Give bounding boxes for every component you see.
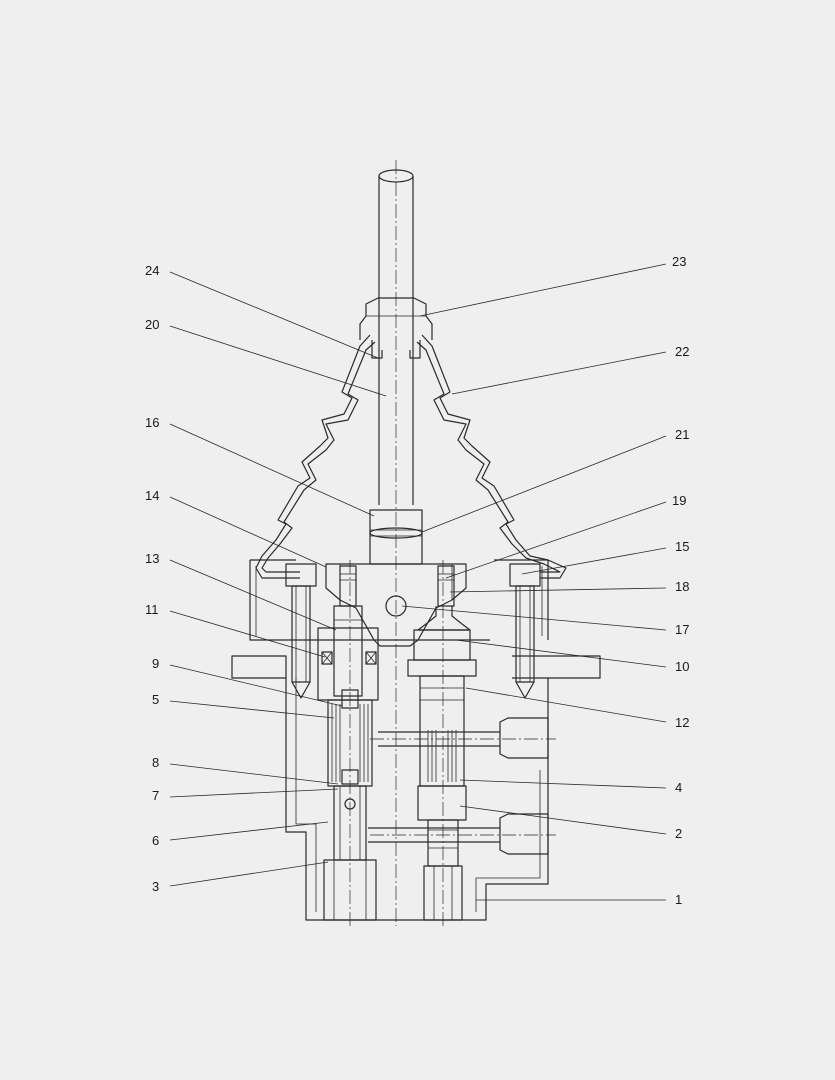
- leader-4: [459, 779, 667, 789]
- lever-collar: [359, 297, 433, 359]
- plunger-bolt-right: [437, 565, 455, 607]
- leader-23: [419, 263, 667, 317]
- callout-8: 8: [152, 755, 159, 770]
- leader-2: [459, 805, 667, 835]
- callout-10: 10: [675, 659, 689, 674]
- left-plunger: [333, 605, 363, 697]
- callout-12: 12: [675, 715, 689, 730]
- leader-17: [401, 605, 667, 631]
- leader-lines: [169, 263, 667, 901]
- left-spool-housing: [317, 627, 379, 701]
- leader-18: [449, 587, 667, 593]
- callout-24: 24: [145, 263, 159, 278]
- leader-21: [421, 435, 667, 533]
- rubber-boot-left: [255, 334, 371, 579]
- right-spool-cap: [407, 629, 477, 677]
- leader-14: [169, 496, 327, 568]
- leader-3: [169, 861, 329, 887]
- callout-11: 11: [145, 602, 159, 617]
- flange-plate: [231, 655, 601, 679]
- leader-8: [169, 763, 339, 785]
- callout-2: 2: [675, 826, 682, 841]
- leader-5: [169, 700, 335, 719]
- callout-20: 20: [145, 317, 159, 332]
- callout-9: 9: [152, 656, 159, 671]
- leader-9: [169, 664, 343, 707]
- callout-19: 19: [672, 493, 686, 508]
- leader-6: [169, 821, 329, 841]
- callout-18: 18: [675, 579, 689, 594]
- rubber-boot-right: [421, 334, 567, 579]
- leader-10: [455, 639, 667, 668]
- callout-6: 6: [152, 833, 159, 848]
- callout-22: 22: [675, 344, 689, 359]
- leader-13: [169, 559, 337, 631]
- right-spring: [419, 675, 465, 787]
- port-lower: [368, 813, 549, 855]
- callout-17: 17: [675, 622, 689, 637]
- plunger-bolt-left: [339, 565, 357, 607]
- callout-5: 5: [152, 692, 159, 707]
- leader-7: [169, 788, 339, 798]
- leader-24: [169, 271, 379, 359]
- callout-4: 4: [675, 780, 682, 795]
- rubber-boot-right-inner: [416, 341, 561, 573]
- cap-screw-left: [285, 563, 317, 699]
- callout-3: 3: [152, 879, 159, 894]
- leader-11: [169, 610, 326, 658]
- callout-15: 15: [675, 539, 689, 554]
- port-upper: [378, 717, 549, 759]
- leader-22: [451, 351, 667, 395]
- leader-20: [169, 325, 387, 397]
- callout-16: 16: [145, 415, 159, 430]
- callout-21: 21: [675, 427, 689, 442]
- leader-15: [521, 547, 667, 575]
- callout-1: 1: [675, 892, 682, 907]
- callout-labels: 24 20 16 14 13 11 9 5 8 7 6 3 23 22 21 1…: [145, 254, 689, 907]
- callout-23: 23: [672, 254, 686, 269]
- callout-13: 13: [145, 551, 159, 566]
- right-spool-lower: [417, 785, 467, 921]
- mounting-cover: [249, 559, 549, 641]
- valve-body: [285, 678, 549, 921]
- leader-12: [465, 687, 667, 723]
- leader-19: [445, 501, 667, 579]
- leader-16: [169, 423, 375, 517]
- callout-14: 14: [145, 488, 159, 503]
- rubber-boot-left-inner: [261, 341, 376, 573]
- callout-7: 7: [152, 788, 159, 803]
